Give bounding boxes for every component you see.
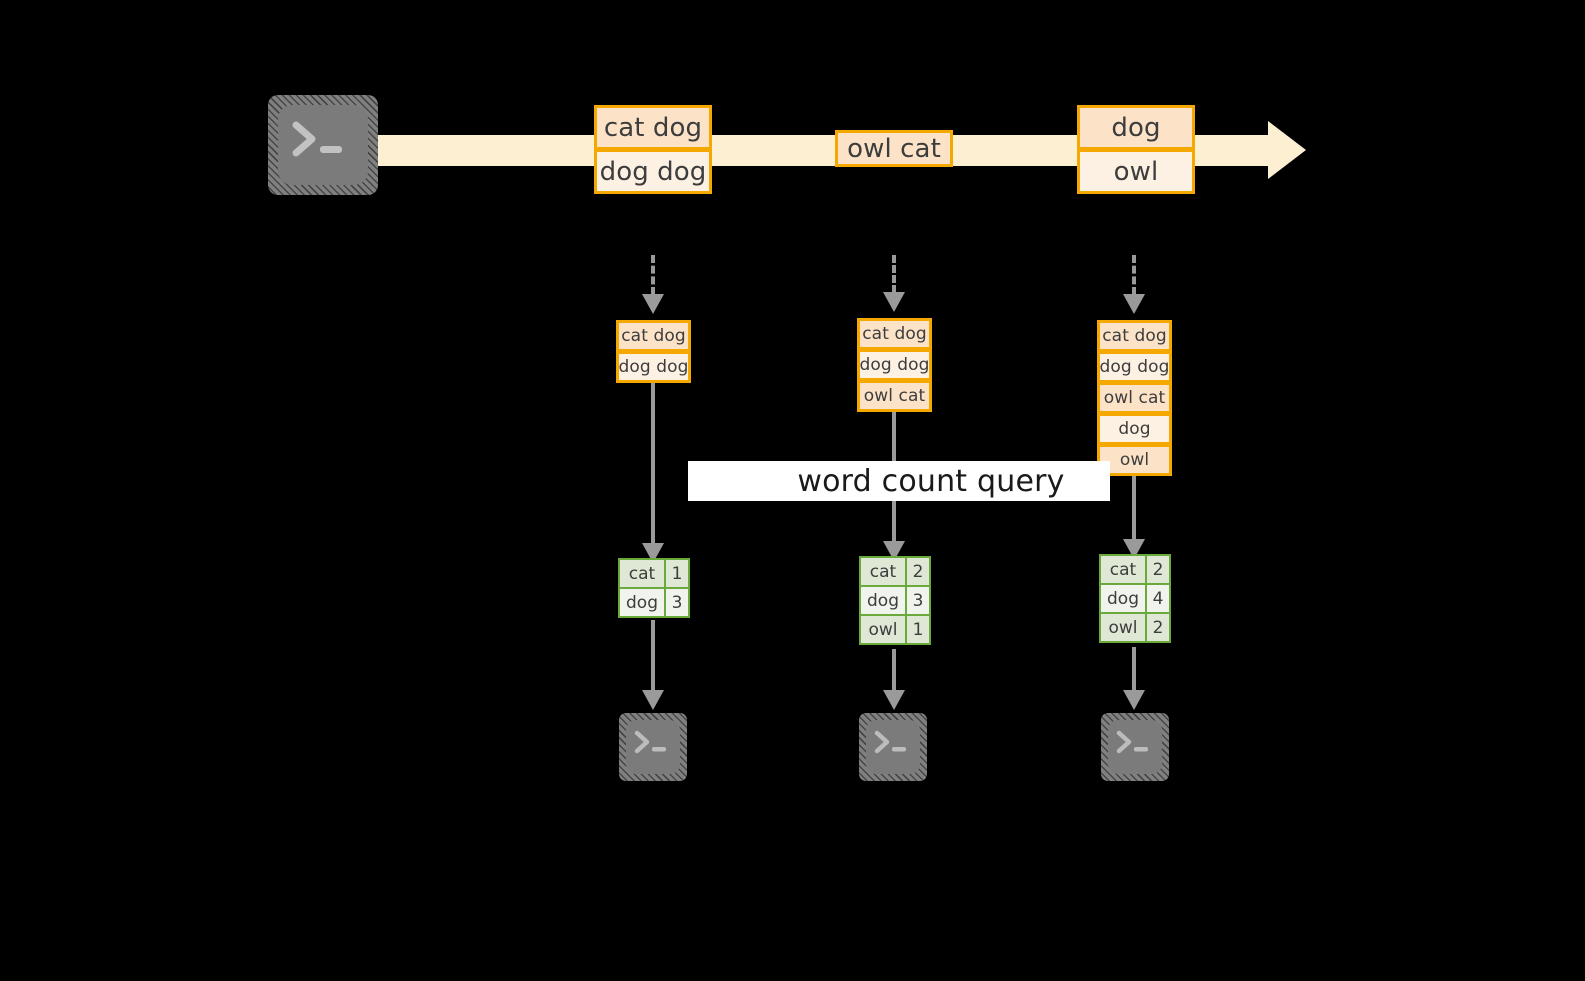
result-count: 3 bbox=[905, 585, 931, 616]
query-label-band: word count query bbox=[688, 461, 1110, 501]
sink-terminal-icon-1[interactable] bbox=[619, 713, 687, 781]
input-table-row: owl cat bbox=[1097, 382, 1172, 414]
feed-connector-arrowhead-1 bbox=[642, 294, 664, 314]
result-table-snapshot-2[interactable]: cat 2 dog 3 owl 1 bbox=[859, 556, 931, 649]
result-word: dog bbox=[618, 587, 666, 618]
result-word: cat bbox=[859, 556, 907, 587]
stream-event-batch-2[interactable]: owl cat bbox=[835, 130, 953, 167]
input-table-row: dog dog bbox=[1097, 351, 1172, 383]
stream-event-line: owl bbox=[1077, 149, 1195, 194]
stream-event-batch-1[interactable]: cat dog dog dog bbox=[594, 105, 712, 194]
input-table-snapshot-2[interactable]: cat dog dog dog owl cat bbox=[857, 318, 932, 412]
result-count: 3 bbox=[664, 587, 690, 618]
sink-connector-line-2 bbox=[892, 649, 896, 692]
query-label-text: word count query bbox=[797, 463, 1065, 499]
stream-event-line: dog dog bbox=[594, 149, 712, 194]
prompt-glyph bbox=[634, 730, 666, 754]
result-count: 2 bbox=[1145, 612, 1171, 643]
stream-arrow-head bbox=[1268, 121, 1306, 179]
result-word: cat bbox=[1099, 554, 1147, 585]
stream-event-line: cat dog bbox=[594, 105, 712, 150]
sink-connector-line-3 bbox=[1132, 647, 1136, 692]
sink-connector-arrowhead-1 bbox=[642, 690, 664, 710]
prompt-glyph bbox=[292, 121, 342, 157]
input-table-row: cat dog bbox=[857, 318, 932, 350]
result-table-snapshot-3[interactable]: cat 2 dog 4 owl 2 bbox=[1099, 554, 1171, 647]
sink-connector-arrowhead-2 bbox=[883, 690, 905, 710]
input-table-row: cat dog bbox=[1097, 320, 1172, 352]
prompt-glyph bbox=[874, 730, 906, 754]
result-word: dog bbox=[1099, 583, 1147, 614]
input-table-snapshot-1[interactable]: cat dog dog dog bbox=[616, 320, 691, 383]
input-table-row: cat dog bbox=[616, 320, 691, 352]
result-word: owl bbox=[859, 614, 907, 645]
input-table-row: owl bbox=[1097, 444, 1172, 476]
result-count: 2 bbox=[1145, 554, 1171, 585]
sink-connector-arrowhead-3 bbox=[1123, 690, 1145, 710]
result-count: 1 bbox=[664, 558, 690, 589]
input-table-row: dog dog bbox=[616, 351, 691, 383]
feed-connector-arrowhead-3 bbox=[1123, 294, 1145, 314]
input-table-row: dog dog bbox=[857, 349, 932, 381]
result-count: 1 bbox=[905, 614, 931, 645]
feed-connector-arrowhead-2 bbox=[883, 292, 905, 312]
result-word: cat bbox=[618, 558, 666, 589]
sink-connector-line-1 bbox=[651, 620, 655, 692]
result-count: 2 bbox=[905, 556, 931, 587]
stream-event-line: owl cat bbox=[835, 130, 953, 167]
stream-event-line: dog bbox=[1077, 105, 1195, 150]
result-table-snapshot-1[interactable]: cat 1 dog 3 bbox=[618, 558, 690, 620]
result-word: dog bbox=[859, 585, 907, 616]
query-connector-line-3 bbox=[1132, 476, 1136, 547]
source-terminal-icon[interactable] bbox=[268, 95, 378, 195]
prompt-glyph bbox=[1116, 730, 1148, 754]
result-word: owl bbox=[1099, 612, 1147, 643]
input-table-snapshot-3[interactable]: cat dog dog dog owl cat dog owl bbox=[1097, 320, 1172, 476]
query-connector-line-1 bbox=[651, 383, 655, 551]
result-count: 4 bbox=[1145, 583, 1171, 614]
feed-connector-line-3 bbox=[1132, 255, 1136, 295]
sink-terminal-icon-2[interactable] bbox=[859, 713, 927, 781]
input-table-row: dog bbox=[1097, 413, 1172, 445]
feed-connector-line-1 bbox=[651, 255, 655, 295]
input-table-row: owl cat bbox=[857, 380, 932, 412]
feed-connector-line-2 bbox=[892, 255, 896, 293]
stream-event-batch-3[interactable]: dog owl bbox=[1077, 105, 1195, 194]
sink-terminal-icon-3[interactable] bbox=[1101, 713, 1169, 781]
